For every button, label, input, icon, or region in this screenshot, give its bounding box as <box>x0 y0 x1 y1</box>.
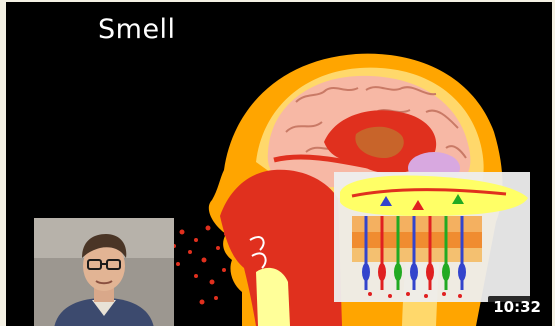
olfactory-inset <box>334 172 530 302</box>
video-thumbnail[interactable]: Smell 10:32 <box>6 2 552 326</box>
presenter-webcam <box>34 218 174 326</box>
video-title-overlay: Smell <box>98 14 176 45</box>
presenter-webcam-thumbnail <box>34 218 174 326</box>
duration-badge: 10:32 <box>488 296 546 318</box>
scent-particles <box>172 226 228 305</box>
jaw-region <box>256 268 290 326</box>
